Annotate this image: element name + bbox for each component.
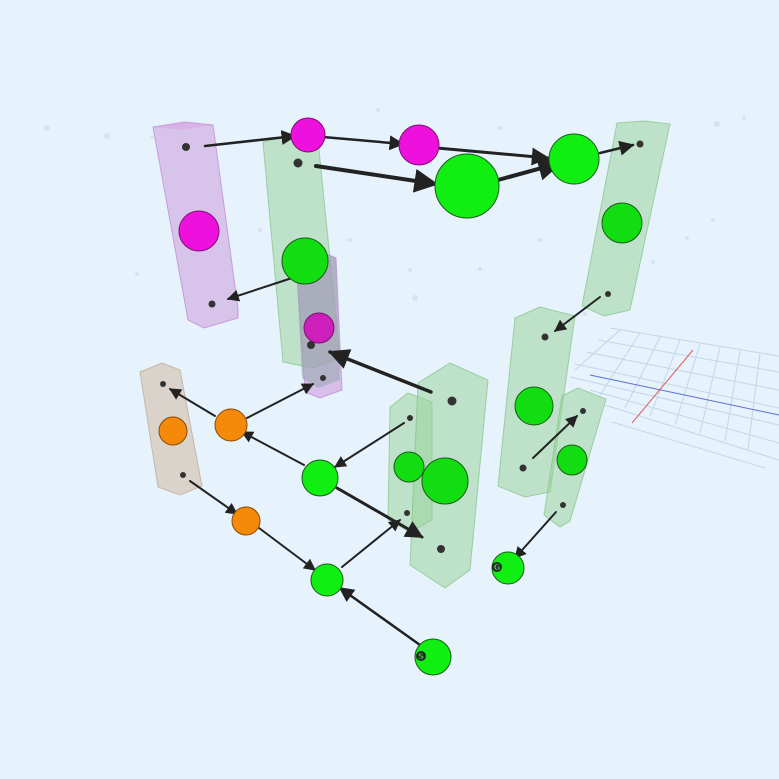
node-orange [231,506,261,536]
node-magenta [303,312,335,344]
edge [435,146,550,166]
edge [240,431,305,466]
node-green [434,153,500,219]
edge [226,277,293,302]
edges [168,130,635,647]
anchor-dots [160,140,644,553]
node-green [514,386,554,426]
start-node: S [414,638,452,676]
start-label: S [418,652,424,661]
edge [168,388,216,417]
goal-node: G [491,551,525,585]
node-green [601,202,643,244]
edge [203,130,297,148]
goal-label: G [494,563,501,572]
edge [598,140,635,156]
edge [333,422,405,468]
prisms [139,120,671,589]
node-orange [214,408,248,442]
node-green [421,457,469,505]
edge [314,164,439,193]
edge [335,486,424,539]
edge [258,527,316,571]
edge [189,480,238,515]
nodes: G S [158,117,643,676]
node-green [548,133,600,185]
edge [514,511,557,559]
edge [554,296,601,332]
node-magenta [178,210,220,252]
edge [328,349,433,394]
node-green [310,563,344,597]
edge [338,586,422,647]
edge [341,519,401,568]
node-orange [158,416,188,446]
edge [532,415,578,459]
edge [246,383,315,419]
node-green [301,459,339,497]
node-green [556,444,588,476]
node-magenta [398,124,440,166]
background-dots [44,108,746,316]
node-green [393,451,425,483]
node-magenta [290,117,326,153]
grid-floor [569,327,779,469]
node-green [281,237,329,285]
edge [321,135,405,151]
